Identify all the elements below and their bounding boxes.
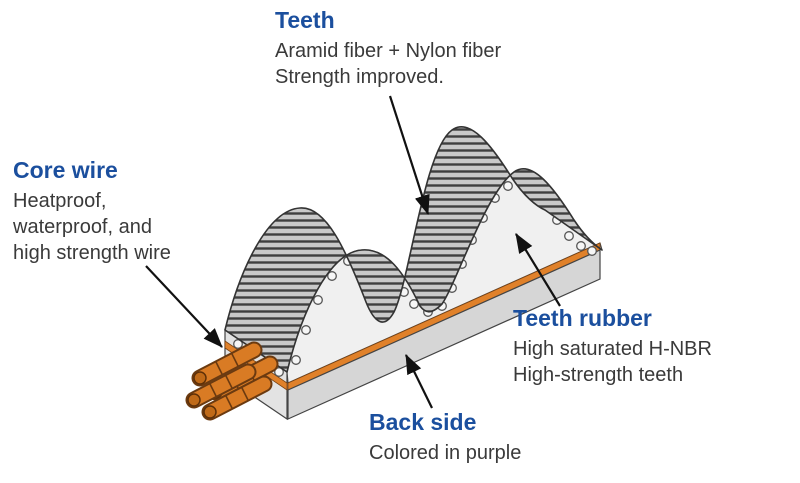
core-wire-label-title: Core wire bbox=[13, 157, 118, 183]
back-side-arrow bbox=[405, 354, 433, 409]
teeth-rubber-label-title: Teeth rubber bbox=[513, 305, 652, 331]
core-wire-label-desc-line: Heatproof, bbox=[13, 190, 107, 212]
core-wire bbox=[185, 363, 257, 409]
back-side-label-title: Back side bbox=[369, 409, 477, 435]
core-wire-label: Core wire Heatproof, waterproof, and hig… bbox=[13, 156, 171, 266]
teeth-rubber-label: Teeth rubber High saturated H-NBR High-s… bbox=[513, 304, 712, 388]
core-wire-label-desc-line: high strength wire bbox=[13, 242, 171, 264]
core-wire bbox=[191, 341, 263, 387]
core-wire-arrow bbox=[145, 265, 223, 348]
teeth-surface bbox=[224, 126, 603, 373]
teeth-rubber-label-desc-line: High saturated H-NBR bbox=[513, 338, 712, 360]
core-wires bbox=[185, 341, 279, 421]
teeth-label-desc-line: Strength improved. bbox=[275, 66, 444, 88]
back-side-label-desc-line: Colored in purple bbox=[369, 442, 522, 464]
teeth-rubber-label-desc-line: High-strength teeth bbox=[513, 364, 684, 386]
teeth-label-desc-line: Aramid fiber + Nylon fiber bbox=[275, 40, 502, 62]
back-side-label: Back side Colored in purple bbox=[369, 408, 521, 466]
core-wire-label-desc-line: waterproof, and bbox=[13, 216, 152, 238]
back-side-slab bbox=[287, 249, 601, 420]
teeth-label-title: Teeth bbox=[275, 7, 335, 33]
teeth-arrow bbox=[388, 95, 430, 216]
teeth-rubber-arrow bbox=[515, 233, 561, 307]
core-wire bbox=[201, 375, 273, 421]
teeth-label: Teeth Aramid fiber + Nylon fiber Strengt… bbox=[275, 6, 501, 90]
